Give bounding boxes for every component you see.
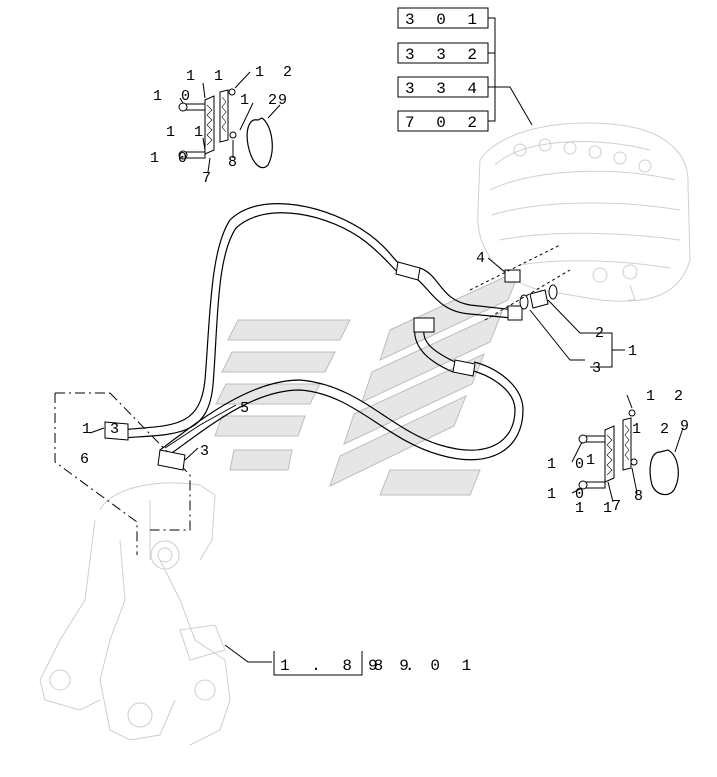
callout-9-right: 9 <box>680 418 694 435</box>
callout-12-right-a: 1 2 <box>646 388 688 405</box>
callout-12-upper-b: 1 2 <box>240 92 282 109</box>
clamp-group-upper-left <box>178 88 273 169</box>
ref-box-3: 3 3 4 <box>405 80 483 98</box>
callout-9-upper: 9 <box>278 92 292 109</box>
ref-box-4: 7 0 2 <box>405 114 483 132</box>
callout-10-upper: 1 0 <box>153 88 195 105</box>
page-ref-boxed: 1 . 8 8 . <box>280 657 420 675</box>
callout-4: 4 <box>476 250 490 267</box>
callout-11-right: 1 1 <box>575 500 617 517</box>
end-fitting-b <box>413 317 435 333</box>
callout-7-right: 7 <box>612 498 626 515</box>
callout-7-upper: 7 <box>202 170 216 187</box>
callout-11-upper-b: 1 1 <box>166 124 208 141</box>
callout-12-upper-a: 1 2 <box>255 64 297 81</box>
background-logo <box>214 269 521 496</box>
callout-1: 1 <box>628 343 642 360</box>
page-ref-rest: 9 9 0 1 <box>368 657 477 675</box>
callout-8-right: 8 <box>634 488 648 505</box>
callout-3-left: 3 <box>200 443 214 460</box>
callout-12-right-b: 1 2 <box>632 421 674 438</box>
hose-assembly-lower <box>157 317 524 471</box>
clamp-group-right <box>578 409 679 496</box>
callout-11-upper: 1 1 <box>186 68 228 85</box>
callout-10-right-a: 1 0 <box>547 456 589 473</box>
end-fitting-a <box>507 305 523 321</box>
callout-5: 5 <box>240 400 254 417</box>
ref-box-1: 3 0 1 <box>405 11 483 29</box>
callout-6: 6 <box>80 451 94 468</box>
ref-box-2: 3 3 2 <box>405 46 483 64</box>
adapter-fittings <box>469 244 571 321</box>
callout-labels: 1 1 1 2 1 0 1 2 9 1 1 1 0 7 8 4 2 1 3 1 … <box>80 64 694 517</box>
leader-lines <box>89 71 684 503</box>
boom-bracket <box>39 482 231 746</box>
fitting-13-left <box>104 421 129 441</box>
fitting-3-left <box>157 449 186 471</box>
callout-2: 2 <box>595 325 609 342</box>
callout-13: 1 3 <box>82 421 124 438</box>
callout-8-upper: 8 <box>228 154 242 171</box>
hose-ferrule-b <box>452 359 476 377</box>
phantom-outline <box>54 392 191 555</box>
hose-ferrule <box>395 261 421 281</box>
reference-box-list: 3 0 1 3 3 2 3 3 4 7 0 2 <box>397 7 533 132</box>
callout-10-right-b: 1 0 <box>547 486 589 503</box>
page-reference: 1 . 8 8 . 9 9 0 1 <box>224 644 477 676</box>
callout-3-right: 3 <box>592 360 606 377</box>
callout-10-upper-b: 1 0 <box>150 150 192 167</box>
callout-1-right: 1 <box>586 452 600 469</box>
